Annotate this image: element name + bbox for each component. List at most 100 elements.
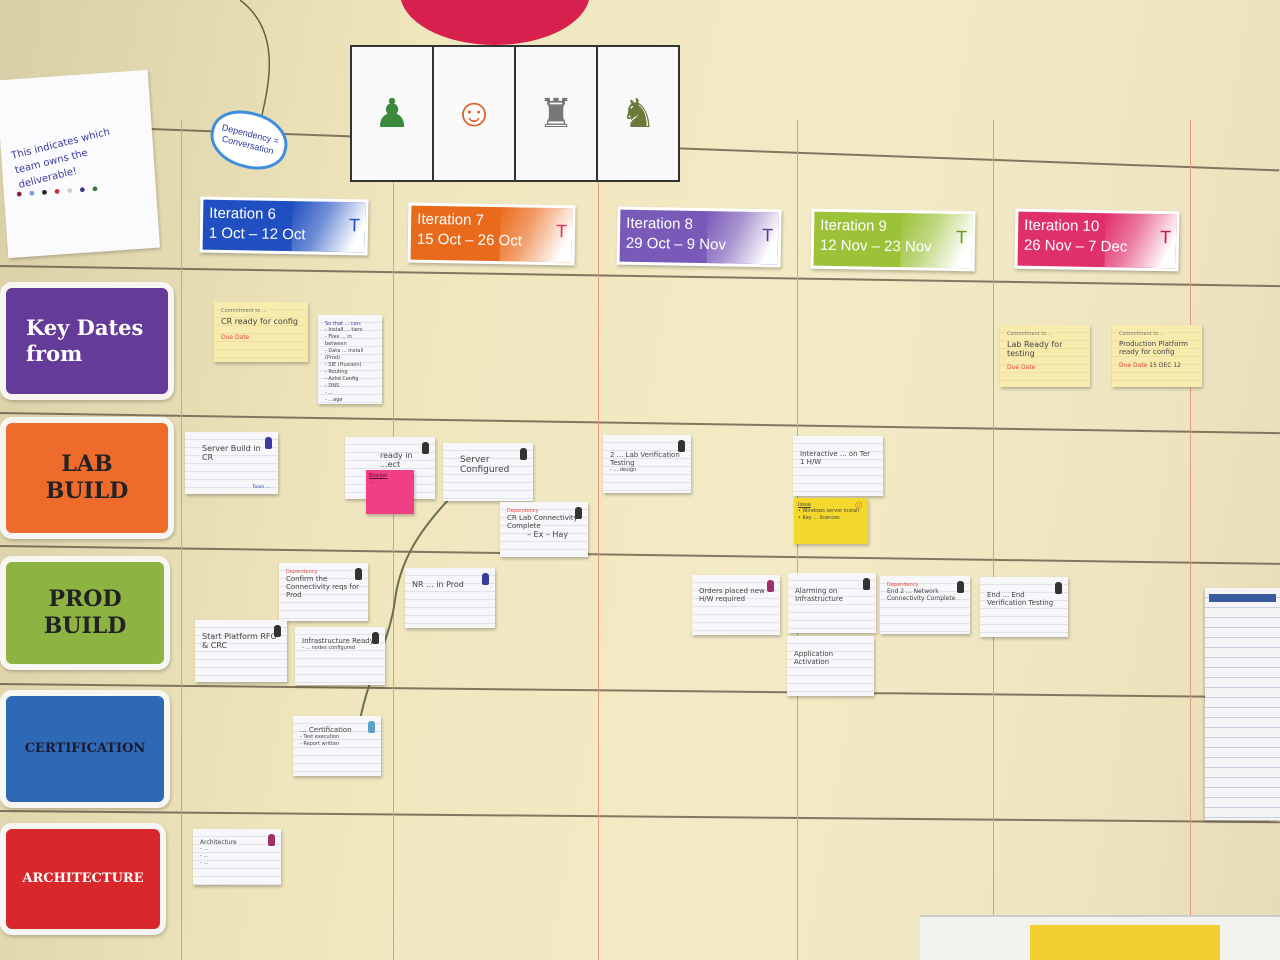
telstra-logo-icon: T bbox=[761, 225, 774, 246]
note-item: • Key ... licences bbox=[798, 515, 840, 521]
grid-line bbox=[393, 120, 394, 960]
card-title: 2 ... Lab Verification Testing bbox=[610, 451, 680, 467]
row-header-label: LAB BUILD bbox=[45, 450, 129, 505]
card-title: Alarming on Infrastructure bbox=[795, 587, 843, 603]
iteration-name: Iteration 9 bbox=[820, 216, 888, 235]
note-item: • Windows server install bbox=[798, 508, 859, 514]
card-items: - Install ... tiers- Files ... in betwee… bbox=[325, 327, 375, 404]
card-item: - ... bbox=[200, 853, 209, 859]
card-title: Architecture bbox=[200, 839, 237, 846]
card-due-value: 15 DEC 12 bbox=[1149, 362, 1181, 369]
card-due-date: Due Date bbox=[1119, 362, 1148, 369]
card-title: NR ... in Prod bbox=[412, 580, 464, 589]
iteration-dates: 12 Nov – 23 Nov bbox=[819, 236, 932, 256]
task-card[interactable]: Application Activation bbox=[787, 636, 874, 696]
iteration-name: Iteration 7 bbox=[417, 210, 485, 229]
task-card[interactable]: End ... End Verification Testing bbox=[980, 577, 1068, 637]
card-title: Production Platform ready for config bbox=[1119, 340, 1188, 356]
row-header-architecture: ARCHITECTURE bbox=[0, 823, 166, 935]
card-item: - Test execution bbox=[300, 734, 340, 740]
grid-line bbox=[993, 120, 994, 960]
iteration-dates: 29 Oct – 9 Nov bbox=[625, 234, 727, 254]
iteration-dates: 1 Oct – 12 Oct bbox=[208, 224, 306, 244]
note-title: Issue bbox=[798, 502, 811, 508]
iteration-dates: 15 Oct – 26 Oct bbox=[416, 230, 523, 250]
character-icon: ♟ bbox=[352, 47, 434, 180]
card-title: End ... End Verification Testing bbox=[987, 591, 1054, 607]
card-item: - ... bbox=[200, 860, 209, 866]
card-item: - ...age bbox=[325, 397, 343, 403]
task-card[interactable]: Server Configured bbox=[443, 443, 533, 501]
task-card[interactable]: Alarming on Infrastructure bbox=[788, 573, 876, 633]
iteration-name: Iteration 6 bbox=[209, 204, 277, 223]
task-card[interactable]: Orders placed new H/W required bbox=[692, 575, 780, 635]
printed-document bbox=[1205, 588, 1280, 820]
note-title: Blocker bbox=[369, 473, 388, 479]
card-item: - SIE (Hussein) bbox=[325, 362, 362, 368]
card-item: - DNS bbox=[325, 383, 340, 389]
card-title: Lab Ready for testing bbox=[1007, 340, 1063, 358]
grid-line bbox=[1190, 120, 1191, 960]
issue-sticky-note[interactable]: ☹ Issue• Windows server install• Key ... … bbox=[794, 498, 868, 544]
note-text: ... bbox=[369, 479, 374, 485]
card-title: End 2 ... Network Connectivity Complete bbox=[887, 588, 956, 602]
telstra-logo-icon: T bbox=[955, 227, 968, 248]
task-card[interactable]: NR ... in Prod bbox=[405, 568, 495, 628]
character-icon: ♜ bbox=[516, 47, 598, 180]
character-icon: ☺ bbox=[434, 47, 516, 180]
card-item: - ... bbox=[325, 390, 334, 396]
card-subtitle: – Ex – Hay bbox=[527, 530, 569, 539]
card-item: - ... bbox=[200, 846, 209, 852]
iteration-dates: 26 Nov – 7 Dec bbox=[1023, 236, 1128, 256]
yellow-poster bbox=[1030, 925, 1220, 960]
telstra-logo-icon: T bbox=[348, 215, 361, 236]
task-card[interactable]: Architecture- ...- ...- ... bbox=[193, 829, 281, 885]
card-title: Orders placed new H/W required bbox=[699, 587, 765, 603]
iteration-name: Iteration 10 bbox=[1024, 216, 1100, 236]
card-header: Dependency bbox=[286, 569, 318, 575]
key-date-card[interactable]: Commitment to ... Production Platform re… bbox=[1112, 325, 1202, 387]
row-header-label: CERTIFICATION bbox=[24, 740, 146, 756]
issue-icon: ☹ bbox=[854, 501, 863, 510]
row-header-prod-build: PROD BUILD bbox=[0, 556, 170, 670]
team-characters-poster: ♟ ☺ ♜ ♞ bbox=[350, 45, 680, 182]
telstra-logo-icon: T bbox=[1159, 227, 1172, 248]
blocker-sticky-note[interactable]: Blocker... bbox=[366, 470, 414, 514]
telstra-logo-icon: T bbox=[555, 221, 568, 242]
card-due-date: Due Date bbox=[221, 334, 250, 341]
task-card[interactable]: Interactive ... on Ter 1 H/W bbox=[793, 436, 883, 496]
card-header: Dependency bbox=[507, 508, 539, 514]
key-date-card[interactable]: So that ... can: - Install ... tiers- Fi… bbox=[318, 315, 382, 404]
card-header: Commitment to ... bbox=[221, 308, 267, 314]
card-title: Start Platform RFO & CRC bbox=[202, 632, 277, 650]
card-title: Application Activation bbox=[794, 650, 834, 666]
iteration-name: Iteration 8 bbox=[626, 214, 694, 233]
row-header-label: Key Dates from bbox=[26, 314, 144, 366]
row-header-label: ARCHITECTURE bbox=[22, 870, 144, 886]
card-title: CR ready for config bbox=[221, 317, 299, 326]
row-header-lab-build: LAB BUILD bbox=[0, 417, 174, 539]
card-title: Server Build in CR bbox=[202, 444, 261, 462]
grid-line bbox=[181, 120, 182, 960]
grid-line bbox=[598, 120, 599, 960]
card-item: - Install ... tiers bbox=[325, 327, 363, 333]
task-card[interactable]: 2 ... Lab Verification Testing- ... desi… bbox=[603, 435, 691, 493]
card-title: Interactive ... on Ter 1 H/W bbox=[800, 450, 871, 466]
task-card[interactable]: Infrastructure Ready- ... nodes configur… bbox=[295, 627, 385, 685]
card-item: - Azhd Config bbox=[325, 376, 359, 382]
task-card[interactable]: Start Platform RFO & CRC bbox=[195, 620, 287, 682]
card-header: Dependency bbox=[887, 582, 919, 588]
key-date-card[interactable]: Commitment to ... Lab Ready for testing … bbox=[1000, 325, 1090, 387]
task-card[interactable]: ... Certification- Test execution- Repor… bbox=[293, 716, 381, 776]
key-date-card[interactable]: Commitment to ... CR ready for config Du… bbox=[214, 302, 308, 362]
card-subtitle: - ... design bbox=[610, 467, 637, 473]
card-title: Infrastructure Ready bbox=[302, 637, 374, 645]
row-header-certification: CERTIFICATION bbox=[0, 690, 170, 808]
